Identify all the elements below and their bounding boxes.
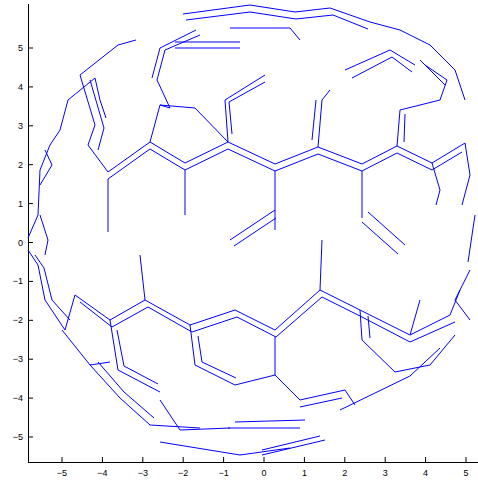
tick-label: 1 — [302, 468, 307, 478]
tick-mark — [264, 457, 265, 462]
tick-label: 0 — [18, 238, 23, 248]
tick-mark — [223, 457, 224, 462]
tick-label: 3 — [18, 121, 23, 131]
tick-mark — [28, 398, 33, 399]
tick-label: 4 — [18, 82, 23, 92]
tick-mark — [28, 125, 33, 126]
tick-mark — [183, 457, 184, 462]
tick-label: −5 — [57, 468, 67, 478]
tick-label: −4 — [97, 468, 107, 478]
tick-label: −5 — [13, 432, 23, 442]
tick-mark — [28, 203, 33, 204]
tick-mark — [304, 457, 305, 462]
tick-mark — [28, 86, 33, 87]
tick-mark — [28, 242, 33, 243]
tick-label: 4 — [423, 468, 428, 478]
tick-label: 2 — [342, 468, 347, 478]
axis-ticks — [28, 48, 466, 462]
tick-label: 3 — [383, 468, 388, 478]
tick-label: 2 — [18, 160, 23, 170]
tick-mark — [62, 457, 63, 462]
tick-label: −1 — [218, 468, 228, 478]
tick-label: −2 — [13, 315, 23, 325]
tick-mark — [28, 320, 33, 321]
tick-mark — [466, 457, 467, 462]
tick-mark — [142, 457, 143, 462]
tick-mark — [425, 457, 426, 462]
tick-label: 1 — [18, 199, 23, 209]
tick-label: 5 — [463, 468, 468, 478]
tick-mark — [28, 281, 33, 282]
molecule-bonds — [28, 5, 475, 455]
tick-mark — [28, 48, 33, 49]
tick-label: −3 — [13, 354, 23, 364]
tick-mark — [28, 437, 33, 438]
tick-label: −2 — [178, 468, 188, 478]
tick-mark — [28, 359, 33, 360]
tick-label: −3 — [138, 468, 148, 478]
tick-label: 0 — [261, 468, 266, 478]
tick-mark — [102, 457, 103, 462]
tick-label: −1 — [13, 276, 23, 286]
tick-label: −4 — [13, 393, 23, 403]
tick-label: 5 — [18, 43, 23, 53]
tick-mark — [344, 457, 345, 462]
plot-axes — [28, 4, 478, 463]
tick-mark — [385, 457, 386, 462]
tick-mark — [28, 164, 33, 165]
